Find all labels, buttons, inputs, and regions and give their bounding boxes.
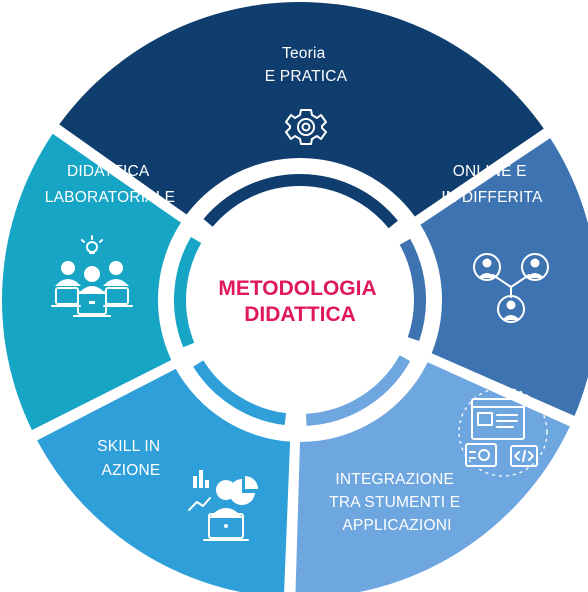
network-people-icon xyxy=(473,253,549,323)
gear-icon xyxy=(285,109,327,145)
inner-ring xyxy=(174,174,426,426)
inner-arc-didattica xyxy=(174,237,202,348)
center-title: METODOLOGIA DIDATTICA xyxy=(218,277,381,326)
segment-skill xyxy=(37,368,291,592)
center-title-line-2: DIDATTICA xyxy=(244,303,356,326)
team-idea-icon xyxy=(51,235,133,317)
segment-integrazione xyxy=(295,362,570,592)
inner-arc-teoria xyxy=(203,174,398,229)
label-didattica: DIDATTICA LABORATORIALE xyxy=(45,163,175,206)
label-skill: SKILL IN AZIONE xyxy=(97,438,165,479)
inner-arc-online xyxy=(399,238,426,342)
label-teoria: Teoria E PRATICA xyxy=(265,45,348,85)
segment-online xyxy=(420,138,588,416)
inner-arc-skill xyxy=(193,360,287,426)
label-integrazione: INTEGRAZIONE TRA STUMENTI E APPLICAZIONI xyxy=(329,471,465,534)
center-title-line-1: METODOLOGIA xyxy=(218,277,376,300)
inner-arc-integrazione xyxy=(305,355,411,426)
web-app-icon xyxy=(458,387,548,477)
label-online: ONLINE E IN DIFFERITA xyxy=(441,163,543,206)
analytics-person-icon xyxy=(188,470,258,541)
